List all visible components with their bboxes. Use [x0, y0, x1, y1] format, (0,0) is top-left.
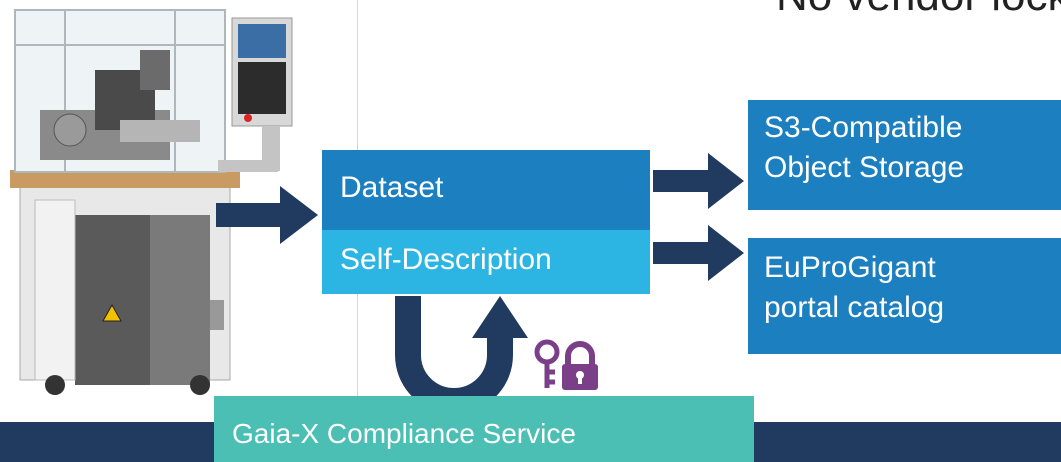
object-storage-label-line2: Object Storage [764, 151, 965, 184]
portal-catalog-box: EuProGigant portal catalog [748, 238, 1061, 354]
arrow-right-icon [216, 186, 318, 244]
compliance-service-label: Gaia-X Compliance Service [232, 418, 576, 449]
compliance-service-box: Gaia-X Compliance Service [214, 396, 754, 462]
slide-title: No vendor lock [776, 0, 1061, 18]
dataset-box: Dataset [322, 150, 650, 230]
object-storage-label-line1: S3-Compatible [764, 111, 963, 144]
portal-catalog-label-line1: EuProGigant [764, 251, 936, 284]
arrow-right-icon [653, 225, 744, 281]
u-turn-arrow-icon [395, 296, 528, 414]
lock-icon [562, 341, 598, 390]
self-description-box: Self-Description [322, 230, 650, 294]
arrow-right-icon [653, 153, 744, 209]
machine-image [10, 9, 293, 395]
object-storage-box: S3-Compatible Object Storage [748, 100, 1061, 210]
self-description-label: Self-Description [340, 243, 552, 276]
dataset-label: Dataset [340, 171, 444, 204]
key-icon [534, 339, 560, 388]
portal-catalog-label-line2: portal catalog [764, 291, 945, 324]
